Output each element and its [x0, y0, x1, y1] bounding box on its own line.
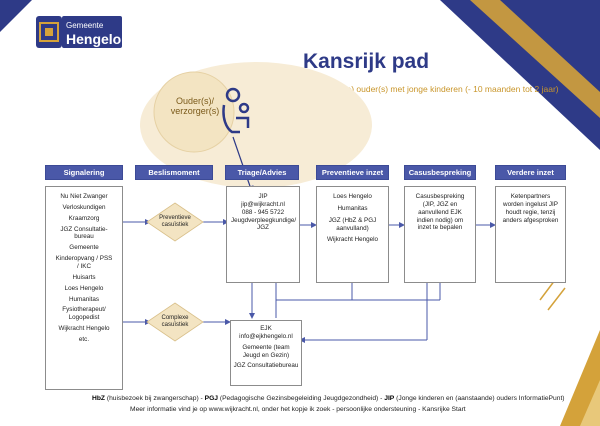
- sig-item: Loes Hengelo: [64, 284, 104, 292]
- sig-item: etc.: [78, 336, 90, 344]
- casus-box: Casusbespreking (JIP, JGZ en aanvullend …: [404, 186, 476, 283]
- diamond-preventive-label: Preventieve casuïstiek: [159, 215, 191, 229]
- sig-item: JGZ Consultatie-bureau: [60, 225, 108, 241]
- footer-pgj-desc: (Pedagogische Gezinsbegeleiding Jeugdgez…: [218, 395, 385, 402]
- logo: Gemeente Hengelo: [34, 14, 154, 54]
- preventieve-box: Loes Hengelo Humanitas JGZ (HbZ & PGJ aa…: [316, 186, 389, 283]
- sig-item: Nu Niet Zwanger: [60, 193, 108, 200]
- ejk-box: EJK info@ejkhengelo.nl Gemeente (team Je…: [230, 320, 302, 386]
- ejk-item: JGZ Consultatiebureau: [233, 362, 299, 370]
- logo-icon: [36, 16, 62, 48]
- prev-item: JGZ (HbZ & PGJ aanvulland): [328, 216, 377, 232]
- ejk-item: EJK: [260, 325, 272, 332]
- prev-item: Humanitas: [337, 204, 368, 212]
- header-preventieve: Preventieve inzet: [316, 165, 389, 180]
- brand-line1: Gemeente: [66, 21, 104, 30]
- bottom-right-gold: [560, 330, 600, 426]
- footer-pgj: PGJ: [204, 395, 219, 402]
- page-subtitle: (Aanstaande) ouder(s) met jonge kinderen…: [303, 84, 559, 94]
- brand-line2: Hengelo: [66, 31, 122, 47]
- signalering-box: Nu Niet Zwanger Verloskundigen Kraamzorg…: [45, 186, 123, 390]
- diamond-complex-label: Complexe casuïstiek: [161, 315, 189, 329]
- verdere-box: Ketenpartners worden ingelust JIP houdt …: [495, 186, 566, 283]
- footer-info: Meer informatie vind je op www.wijkracht…: [130, 406, 466, 413]
- header-signalering: Signalering: [45, 165, 123, 180]
- parent-icon: [222, 87, 250, 134]
- sig-item: Kraamzorg: [68, 214, 100, 222]
- top-left-corner: [0, 0, 32, 32]
- header-beslismoment: Beslismoment: [135, 165, 213, 180]
- prev-item: Loes Hengelo: [333, 193, 372, 200]
- ouders-circle: [153, 71, 235, 153]
- header-verdere: Verdere inzet: [495, 165, 566, 180]
- footer-jip-desc: (Jonge kinderen en (aanstaande) ouders I…: [394, 395, 565, 402]
- casus-item: Casusbespreking (JIP, JGZ en aanvullend …: [415, 193, 465, 232]
- footer-jip: JIP: [384, 395, 395, 402]
- header-triage: Triage/Advies: [225, 165, 299, 180]
- ejk-item: Gemeente (team Jeugd en Gezin): [242, 343, 290, 359]
- page-title: Kansrijk pad: [303, 50, 430, 73]
- top-right-inner: [500, 0, 600, 92]
- triage-box: JIP jip@wijkracht.nl 088 - 945 5722 Jeug…: [226, 186, 300, 283]
- triage-item: 088 - 945 5722: [241, 208, 285, 216]
- header-casus: Casusbespreking: [404, 165, 476, 180]
- preventive-diamond: [146, 202, 204, 242]
- ejk-item: info@ejkhengelo.nl: [239, 332, 293, 340]
- ouders-label: Ouder(s)/ verzorger(s): [170, 96, 220, 117]
- decor-dots: [539, 279, 566, 311]
- bottom-right-light: [580, 380, 600, 426]
- sig-item: Verloskundigen: [62, 203, 106, 211]
- sig-item: Fysiotherapeut/ Logopedist: [62, 306, 106, 322]
- footer-hbz-desc: (huisbezoek bij zwangerschap) -: [105, 395, 205, 402]
- sig-item: Huisarts: [72, 273, 96, 281]
- triage-item: jip@wijkracht.nl: [241, 200, 285, 208]
- sig-item: Kinderopvang / PSS / IKC: [55, 255, 113, 271]
- logo-bg: [62, 16, 122, 48]
- sig-item: Wijkracht Hengelo: [58, 325, 110, 333]
- prev-item: Wijkracht Hengelo: [326, 236, 379, 244]
- triage-item: Jeugdverpleegkundige/ JGZ: [231, 216, 297, 232]
- footer-abbreviations: HbZ (huisbezoek bij zwangerschap) - PGJ …: [92, 395, 565, 402]
- sig-item: Gemeente: [69, 244, 99, 252]
- sig-item: Humanitas: [68, 295, 100, 303]
- verdere-item: Ketenpartners worden ingelust JIP houdt …: [502, 193, 559, 224]
- footer-hbz: HbZ: [92, 395, 105, 402]
- triage-item: JIP: [258, 193, 268, 200]
- complex-diamond: [146, 302, 204, 342]
